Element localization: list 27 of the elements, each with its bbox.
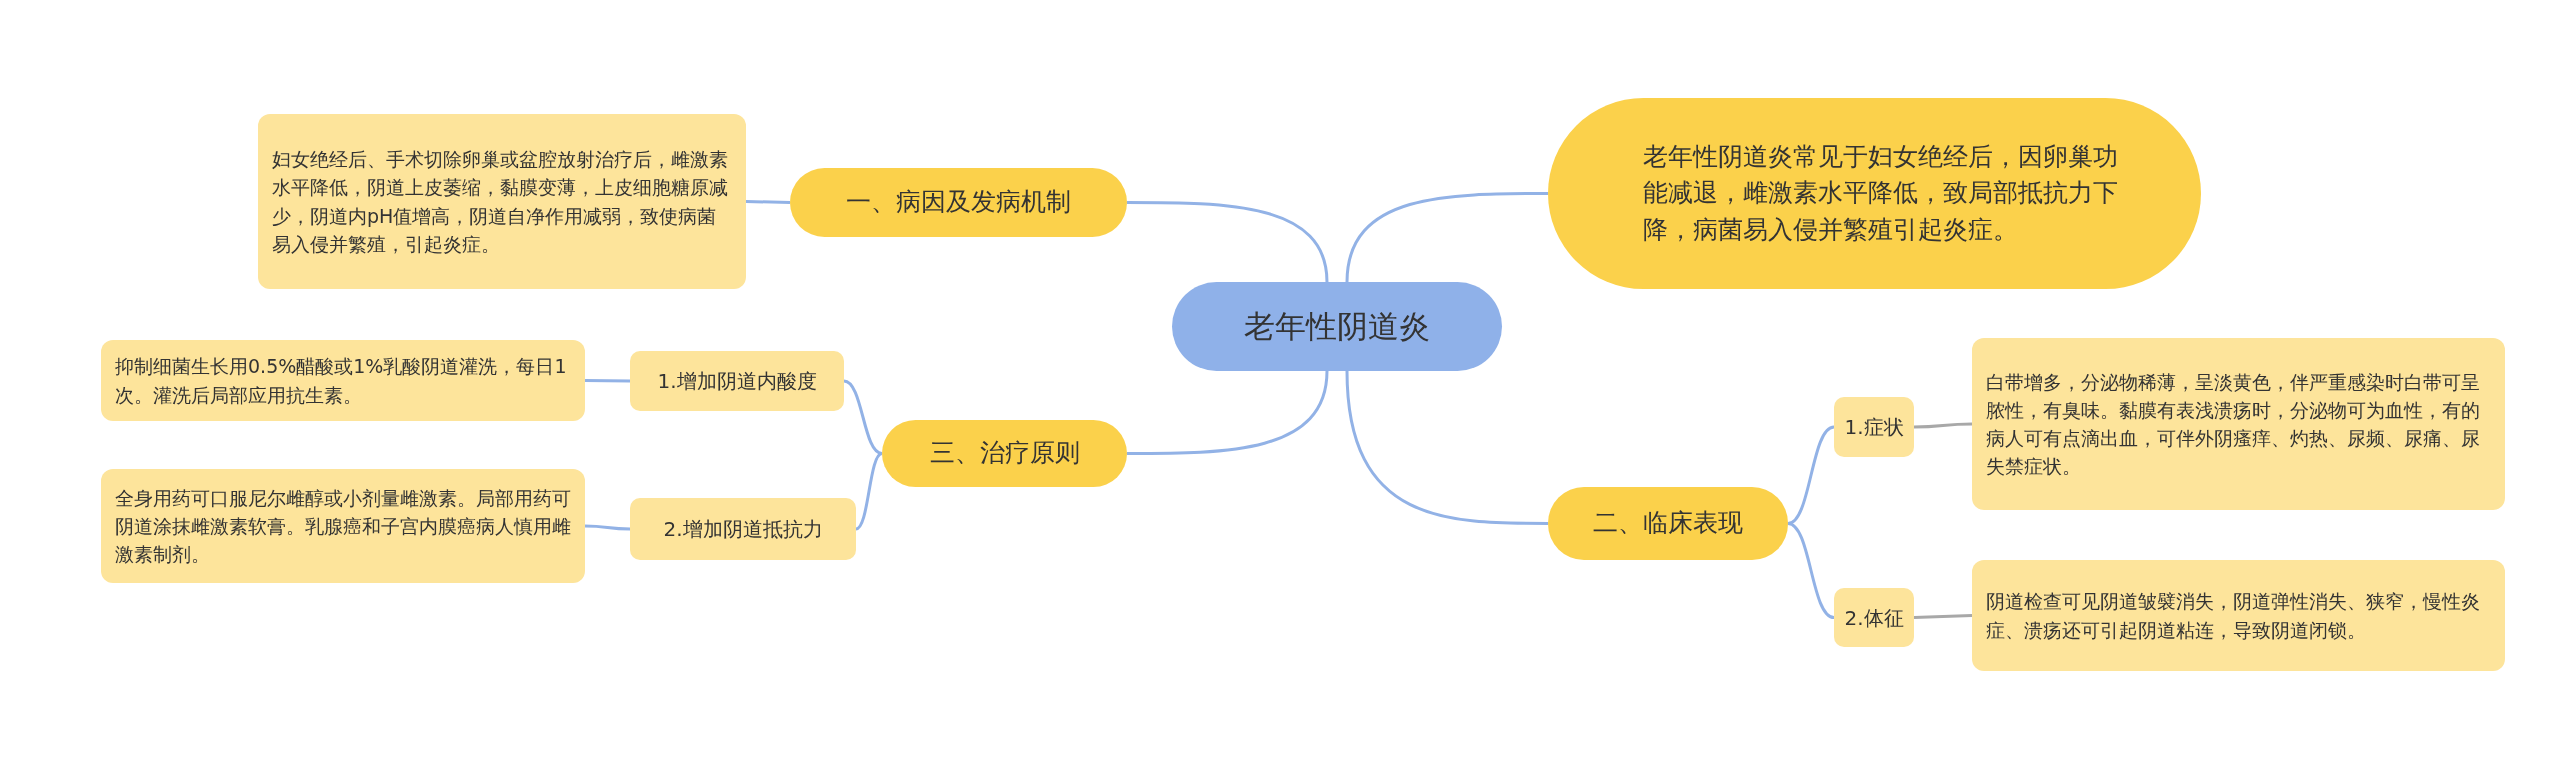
connector-line — [745, 200, 791, 204]
detail-box: 白带增多，分泌物稀薄，呈淡黄色，伴严重感染时白带可呈脓性，有臭味。黏膜有表浅溃疡时，分泌物可为血性，有的病人可有点滴出血，可伴外阴瘙痒、灼热、尿频、尿痛、尿失禁症状。 — [1972, 338, 2505, 510]
detail-box: 妇女绝经后、手术切除卵巢或盆腔放射治疗后，雌激素水平降低，阴道上皮萎缩，黏膜变薄，上皮细胞糖原减少，阴道内pH值增高，阴道自净作用减弱，致使病菌易入侵并繁殖，引起炎症。 — [258, 114, 746, 289]
connector-line — [1787, 522, 1835, 619]
branch-box: 二、临床表现 — [1548, 487, 1788, 560]
connector-line — [1127, 370, 1329, 455]
detail-box: 抑制细菌生长用0.5%醋酸或1%乳酸阴道灌洗，每日1次。灌洗后局部应用抗生素。 — [101, 340, 585, 421]
topic-box: 老年性阴道炎 — [1172, 282, 1502, 371]
detail-box: 阴道检查可见阴道皱襞消失，阴道弹性消失、狭窄，慢性炎症、溃疡还可引起阴道粘连，导致阴道闭锁。 — [1972, 560, 2505, 671]
subtopic-box: 2.体征 — [1834, 588, 1914, 647]
connector-line — [843, 379, 883, 455]
connector-line — [1345, 370, 1548, 525]
connector-line — [855, 452, 883, 531]
connector-line — [585, 524, 630, 531]
branch-box: 一、病因及发病机制 — [790, 168, 1127, 237]
connector-line — [1127, 201, 1329, 283]
subtopic-box: 2.增加阴道抵抗力 — [630, 498, 856, 560]
detail-box: 全身用药可口服尼尔雌醇或小剂量雌激素。局部用药可阴道涂抹雌激素软膏。乳腺癌和子宫内膜癌病人慎用雌激素制剂。 — [101, 469, 585, 583]
connector-line — [1345, 192, 1548, 283]
connector-line — [1787, 425, 1835, 525]
subtopic-box: 1.增加阴道内酸度 — [630, 351, 844, 411]
branch-box: 三、治疗原则 — [882, 420, 1127, 487]
subtopic-box: 1.症状 — [1834, 397, 1914, 457]
connector-line — [585, 379, 630, 383]
connector-line — [1913, 614, 1973, 619]
connector-line — [1914, 422, 1972, 429]
summary-box: 老年性阴道炎常见于妇女绝经后，因卵巢功能减退，雌激素水平降低，致局部抵抗力下降，病菌易入侵并繁殖引起炎症。 — [1548, 98, 2201, 289]
